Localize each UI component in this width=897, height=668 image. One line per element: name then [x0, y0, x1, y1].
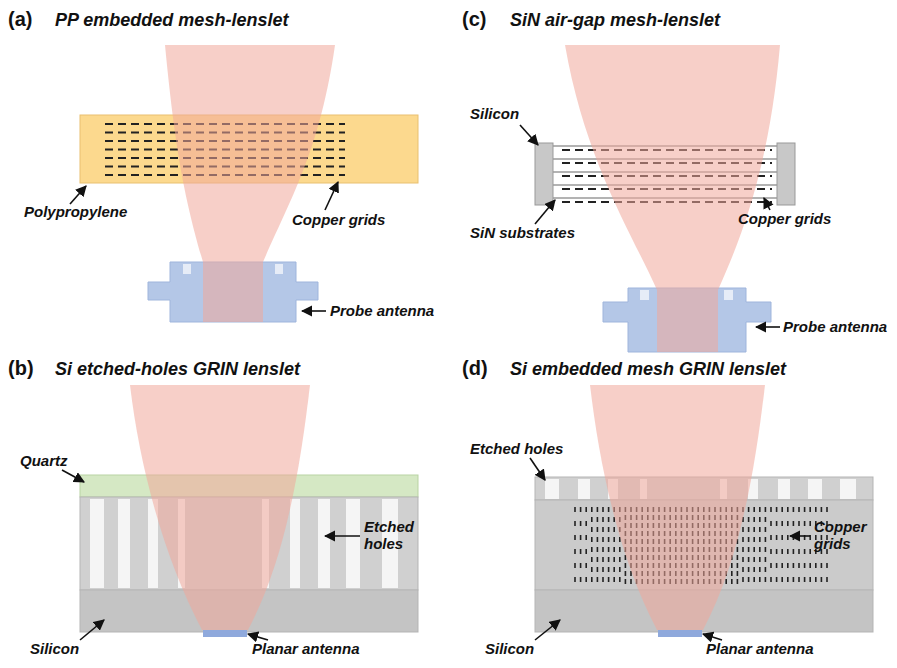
- copper-grid: [574, 507, 576, 584]
- panel-title: Si etched-holes GRIN lenslet: [55, 359, 300, 380]
- copper-grid: [787, 507, 789, 584]
- leader-lines: [62, 125, 810, 640]
- callout-label: Probe antenna: [330, 302, 434, 319]
- probe-groove: [275, 264, 283, 274]
- copper-grid: [753, 507, 755, 584]
- copper-grid: [804, 507, 806, 584]
- callout-label: Silicon: [30, 640, 79, 657]
- callout-label: Planar antenna: [706, 640, 814, 657]
- copper-grid: [798, 507, 800, 584]
- copper-grid: [608, 507, 610, 584]
- callout-label: Copper grids: [814, 518, 874, 553]
- etched-hole: [318, 499, 330, 588]
- copper-grid: [580, 507, 582, 584]
- copper-grid: [809, 507, 811, 584]
- copper-grid: [759, 507, 761, 584]
- panel-title: SiN air-gap mesh-lenslet: [510, 10, 720, 31]
- copper-grid: [781, 507, 783, 584]
- probe-groove: [640, 290, 649, 300]
- copper-grid: [602, 507, 604, 584]
- copper-grid: [597, 507, 599, 584]
- panel-letter: (b): [8, 357, 34, 380]
- beam: [590, 385, 765, 630]
- callout-label: Silicon: [470, 105, 519, 122]
- callout-label: SiN substrates: [470, 224, 575, 241]
- callout-label: Etched holes: [470, 440, 563, 457]
- beam: [130, 385, 310, 630]
- etched-hole: [290, 499, 300, 588]
- beam: [565, 45, 780, 352]
- callout-label: Silicon: [485, 640, 534, 657]
- probe-groove: [724, 290, 733, 300]
- callout-label: Copper grids: [292, 211, 385, 228]
- etched-hole: [545, 479, 559, 499]
- copper-grid: [793, 507, 795, 584]
- callout-label: Etched holes: [364, 518, 419, 553]
- panel-letter: (c): [462, 8, 486, 31]
- copper-grid: [765, 507, 767, 584]
- copper-grid: [748, 507, 750, 584]
- etched-hole: [578, 479, 590, 499]
- etched-hole: [778, 479, 790, 499]
- copper-grid: [585, 507, 587, 584]
- etched-hole: [90, 499, 104, 588]
- silicon-frame: [777, 143, 795, 205]
- etched-hole: [808, 479, 822, 499]
- panel-title: PP embedded mesh-lenslet: [55, 10, 288, 31]
- panel-letter: (a): [8, 8, 32, 31]
- etched-hole: [840, 479, 856, 499]
- planar-antenna: [658, 630, 702, 637]
- planar-antenna: [203, 630, 247, 637]
- copper-grid: [776, 507, 778, 584]
- etched-hole: [346, 499, 360, 588]
- callout-label: Copper grids: [738, 210, 831, 227]
- beam: [165, 45, 335, 322]
- callout-label: Quartz: [20, 452, 68, 469]
- etched-hole: [118, 499, 130, 588]
- callout-label: Probe antenna: [783, 318, 887, 335]
- copper-grid: [770, 507, 772, 584]
- panel-title: Si embedded mesh GRIN lenslet: [510, 359, 786, 380]
- copper-grid: [613, 507, 615, 584]
- probe-groove: [183, 264, 191, 274]
- silicon-frame: [535, 143, 553, 205]
- copper-grid: [591, 507, 593, 584]
- callout-label: Planar antenna: [252, 640, 360, 657]
- callout-label: Polypropylene: [24, 203, 127, 220]
- panel-letter: (d): [462, 357, 488, 380]
